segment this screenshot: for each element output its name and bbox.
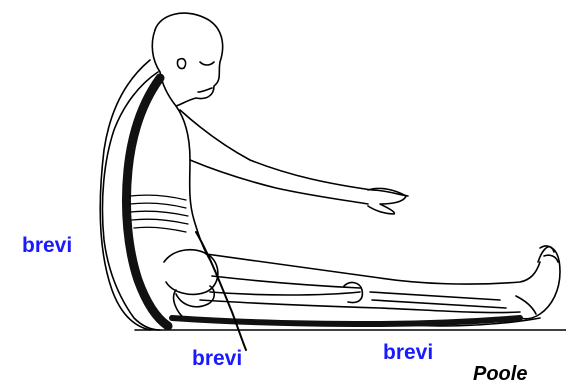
- arm: [180, 110, 408, 214]
- head: [152, 13, 222, 106]
- label-brevi-left: brevi: [22, 235, 72, 256]
- back-outline: [102, 72, 160, 330]
- label-brevi-bottom: brevi: [192, 348, 242, 369]
- ribcage: [130, 195, 188, 232]
- source-label: Poole: [473, 364, 527, 384]
- pointer-line: [196, 232, 246, 350]
- foot: [516, 246, 560, 319]
- spine-muscle-band: [126, 78, 168, 326]
- label-brevi-right: brevi: [383, 342, 433, 363]
- leg-muscle-band: [172, 318, 520, 324]
- chest-outline: [176, 106, 210, 260]
